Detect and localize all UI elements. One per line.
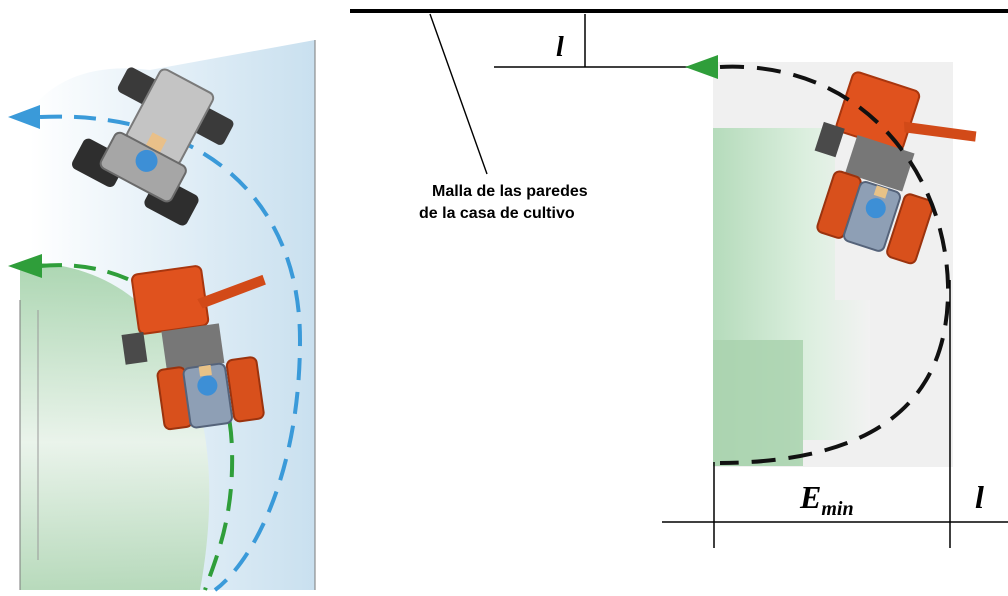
- orange-tractor-right: [814, 71, 977, 265]
- annotation-pointer: [429, 13, 488, 175]
- top-l-label: l: [556, 32, 564, 63]
- annotation-line-1: Malla de las paredes: [432, 183, 588, 200]
- bottom-l-label: l: [975, 479, 984, 515]
- right-panel: Malla de las paredes de la casa de culti…: [350, 9, 1008, 548]
- blue-arrow-icon: [8, 105, 40, 129]
- left-panel: [8, 40, 316, 592]
- emin-label-sub: min: [821, 498, 853, 520]
- black-turning-path: [719, 64, 951, 465]
- annotation-line-2: de la casa de cultivo: [419, 205, 575, 222]
- green-arrow-icon: [8, 254, 42, 278]
- emin-label: Emin: [799, 479, 854, 520]
- green-turning-path: [39, 263, 235, 591]
- emin-label-main: E: [799, 479, 821, 515]
- green-arrow-icon-right: [685, 55, 718, 79]
- grey-tractor: [72, 67, 234, 226]
- right-green-strip: [713, 340, 803, 466]
- orange-tractor-left: [121, 265, 266, 431]
- left-panel-green-area: [20, 262, 210, 590]
